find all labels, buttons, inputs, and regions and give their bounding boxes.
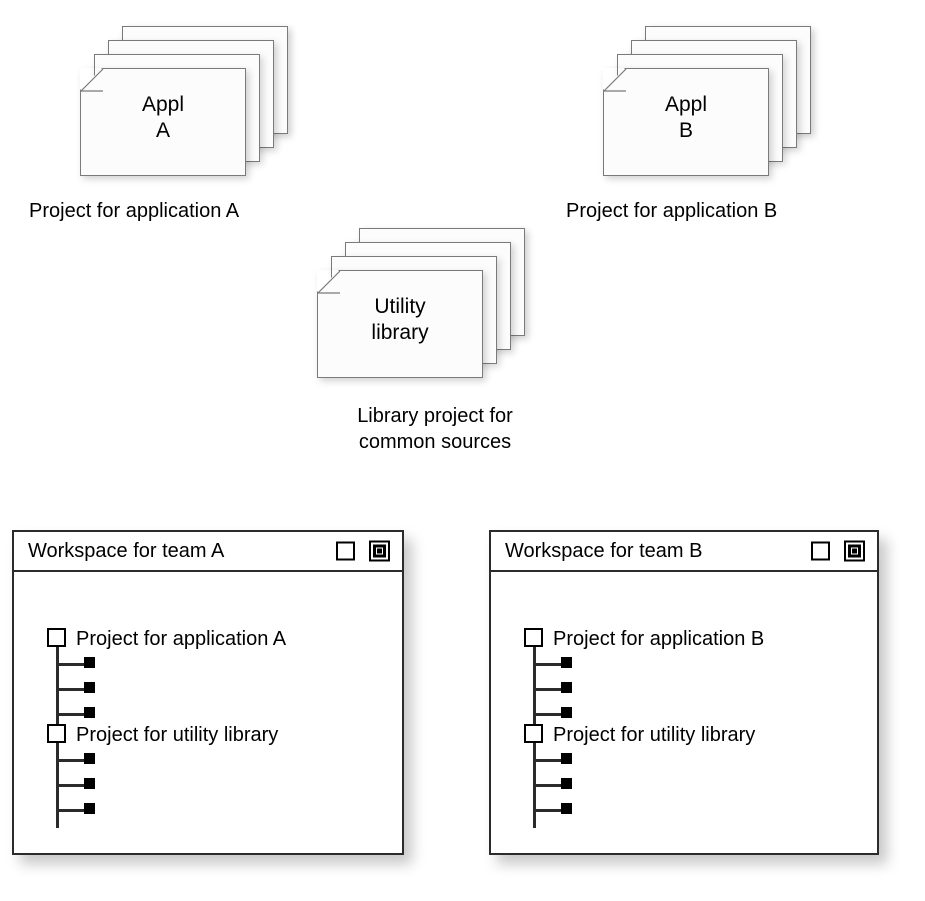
tree-node-project[interactable] [524,628,543,647]
document-stack-appl-a: Appl A [80,26,330,186]
stack-label-line2: library [371,321,429,344]
sheet-face [80,68,246,176]
tree-node-label: Project for application B [553,628,765,650]
tree-leaf-connector [533,713,563,716]
tree-leaf-connector [533,809,563,812]
maximize-icon[interactable] [336,541,355,561]
tree-leaf-connector [533,663,563,666]
tree-node-label: Project for application A [76,628,287,650]
window-title: Workspace for team A [28,539,225,562]
window-title: Workspace for team B [505,539,703,562]
tree-leaf-connector [533,759,563,762]
tree-leaf-source[interactable] [84,657,95,668]
workspace-window-team-a[interactable]: Workspace for team A Project for applica… [12,530,404,855]
window-body: Project for application A Project for ut… [14,572,402,853]
stack-sheet-label: Utility library [317,294,483,346]
tree-leaf-source[interactable] [561,778,572,789]
tree-node-label: Project for utility library [76,724,279,746]
sheet-face [317,270,483,378]
tree-leaf-connector [533,784,563,787]
restore-inner-fill [852,548,857,554]
restore-inner-fill [377,548,382,554]
restore-icon[interactable] [369,540,390,562]
tree-leaf-source[interactable] [84,707,95,718]
tree-leaf-source[interactable] [84,803,95,814]
caption-library-project: Library project for common sources [357,405,513,453]
document-stack-utility-library: Utility library [317,228,567,388]
stack-sheet-front: Utility library [317,270,483,378]
maximize-icon[interactable] [811,541,830,561]
caption-project-application-b: Project for application B [566,200,778,222]
tree-node-project[interactable] [47,628,66,647]
window-controls [811,540,865,562]
stack-sheet-front: Appl B [603,68,769,176]
tree-leaf-source[interactable] [84,778,95,789]
tree-node-label: Project for utility library [553,724,756,746]
stack-sheet-label: Appl A [80,92,246,144]
tree-leaf-source[interactable] [561,707,572,718]
tree-leaf-source[interactable] [561,682,572,693]
window-body: Project for application B Project for ut… [491,572,877,853]
stack-label-line1: Utility [374,295,426,318]
tree-leaf-source[interactable] [561,753,572,764]
tree-node-project[interactable] [524,724,543,743]
stack-label-line1: Appl [141,93,185,116]
stack-label-line2: B [678,119,693,142]
stack-sheet-front: Appl A [80,68,246,176]
tree-leaf-source[interactable] [561,803,572,814]
restore-inner-ring [848,544,861,558]
project-tree: Project for application B Project for ut… [513,610,853,850]
window-titlebar: Workspace for team A [14,532,402,572]
tree-leaf-connector [56,784,86,787]
window-titlebar: Workspace for team B [491,532,877,572]
tree-leaf-connector [56,688,86,691]
tree-leaf-connector [56,809,86,812]
stack-label-line2: A [155,119,170,142]
tree-leaf-connector [56,759,86,762]
tree-leaf-connector [56,663,86,666]
tree-node-project[interactable] [47,724,66,743]
tree-leaf-source[interactable] [561,657,572,668]
tree-leaf-connector [533,688,563,691]
workspace-window-team-b[interactable]: Workspace for team B Project for applica… [489,530,879,855]
project-tree: Project for application A Project for ut… [36,610,376,850]
tree-leaf-source[interactable] [84,682,95,693]
stack-label-line1: Appl [664,93,708,116]
document-stack-appl-b: Appl B [603,26,853,186]
tree-leaf-connector [56,713,86,716]
stack-sheet-label: Appl B [603,92,769,144]
sheet-face [603,68,769,176]
tree-leaf-source[interactable] [84,753,95,764]
restore-icon[interactable] [844,540,865,562]
caption-project-application-a: Project for application A [29,200,240,222]
window-controls [336,540,390,562]
restore-inner-ring [373,544,386,558]
